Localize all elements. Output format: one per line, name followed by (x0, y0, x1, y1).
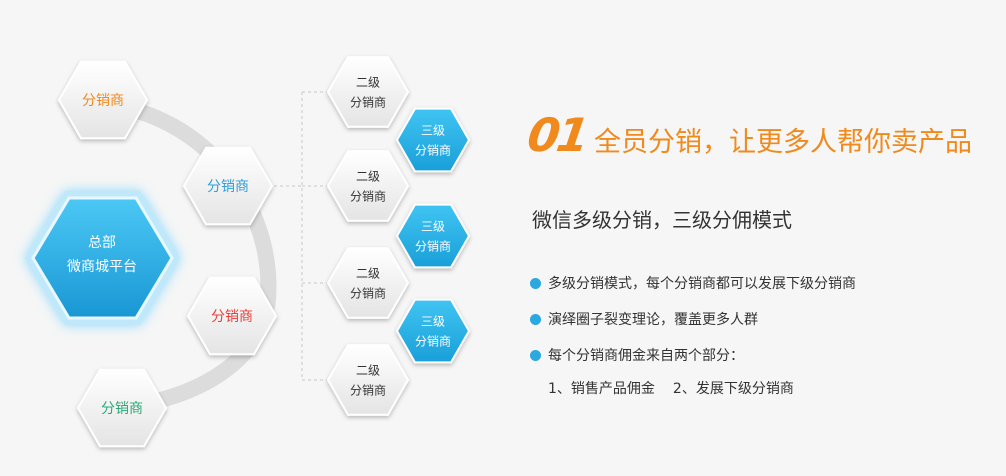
distributor-node-hexagon (186, 276, 278, 356)
headline: 01 全员分销，让更多人帮你卖产品 (524, 108, 973, 162)
distributor-node-hexagon (182, 146, 274, 226)
tertiary-distributor-node-hexagon (395, 107, 471, 173)
secondary-distributor-node-hexagon (326, 150, 410, 222)
distributor-node-label: 分销商 (211, 309, 253, 325)
bullet-dot-icon (530, 314, 541, 325)
secondary-distributor-node-label: 分销商 (350, 189, 386, 204)
hq-line1: 总部 (88, 235, 116, 251)
feature-text: 演绎圈子裂变理论，覆盖更多人群 (548, 312, 758, 328)
distributor-node: 分销商 (186, 276, 278, 356)
bullet-dot-icon (530, 350, 541, 361)
tertiary-distributor-node-label: 三级 (421, 315, 445, 329)
secondary-distributor-node-label: 分销商 (350, 286, 386, 301)
distributor-node-hexagon (57, 60, 149, 140)
commission-parts: 1、销售产品佣金 2、发展下级分销商 (548, 378, 794, 398)
distributor-node-label: 分销商 (207, 179, 249, 195)
distributor-node: 分销商 (76, 368, 168, 448)
section-title: 全员分销，让更多人帮你卖产品 (594, 127, 973, 158)
secondary-distributor-node-hexagon (326, 344, 410, 416)
distributor-node: 分销商 (57, 60, 149, 140)
tertiary-distributor-node-label: 分销商 (415, 143, 451, 158)
tertiary-distributor-node-label: 三级 (421, 124, 445, 138)
hq-node: 总部 微商城平台 (25, 191, 180, 325)
tree-lines (268, 91, 330, 381)
tertiary-distributor-node-label: 三级 (421, 220, 445, 234)
hq-line2: 微商城平台 (67, 259, 137, 275)
commission-part: 1、销售产品佣金 (548, 381, 655, 397)
secondary-distributor-node-label: 二级 (356, 267, 380, 281)
tier1-arc (102, 97, 277, 416)
tertiary-distributor-node-label: 分销商 (415, 239, 451, 254)
distributor-node-label: 分销商 (101, 401, 143, 417)
tertiary-distributor-node-hexagon (395, 203, 471, 269)
secondary-distributor-node-label: 二级 (356, 170, 380, 184)
feature-item: 每个分销商佣金来自两个部分： (530, 346, 856, 382)
secondary-distributor-node-label: 分销商 (350, 383, 386, 398)
distributor-node-label: 分销商 (82, 93, 124, 109)
distributor-node: 分销商 (182, 146, 274, 226)
secondary-distributor-node-hexagon (326, 56, 410, 128)
section-subtitle: 微信多级分销，三级分佣模式 (532, 208, 792, 232)
feature-item: 演绎圈子裂变理论，覆盖更多人群 (530, 310, 856, 346)
distributor-node-hexagon (76, 368, 168, 448)
bullet-dot-icon (530, 278, 541, 289)
secondary-distributor-node-label: 二级 (356, 364, 380, 378)
secondary-distributor-node-label: 二级 (356, 76, 380, 90)
tertiary-distributor-node-label: 分销商 (415, 334, 451, 349)
tertiary-distributor-node-hexagon (395, 298, 471, 364)
feature-text: 每个分销商佣金来自两个部分： (548, 348, 744, 364)
secondary-distributor-node-hexagon (326, 247, 410, 319)
commission-part: 2、发展下级分销商 (672, 381, 794, 397)
secondary-distributor-node-label: 分销商 (350, 95, 386, 110)
feature-list: 多级分销模式，每个分销商都可以发展下级分销商 演绎圈子裂变理论，覆盖更多人群 每… (530, 274, 856, 382)
section-number: 01 (524, 108, 590, 162)
feature-item: 多级分销模式，每个分销商都可以发展下级分销商 (530, 274, 856, 310)
hq-hexagon (31, 196, 174, 320)
description-panel: 01 全员分销，让更多人帮你卖产品 微信多级分销，三级分佣模式 多级分销模式，每… (520, 0, 1006, 476)
feature-text: 多级分销模式，每个分销商都可以发展下级分销商 (548, 276, 856, 292)
